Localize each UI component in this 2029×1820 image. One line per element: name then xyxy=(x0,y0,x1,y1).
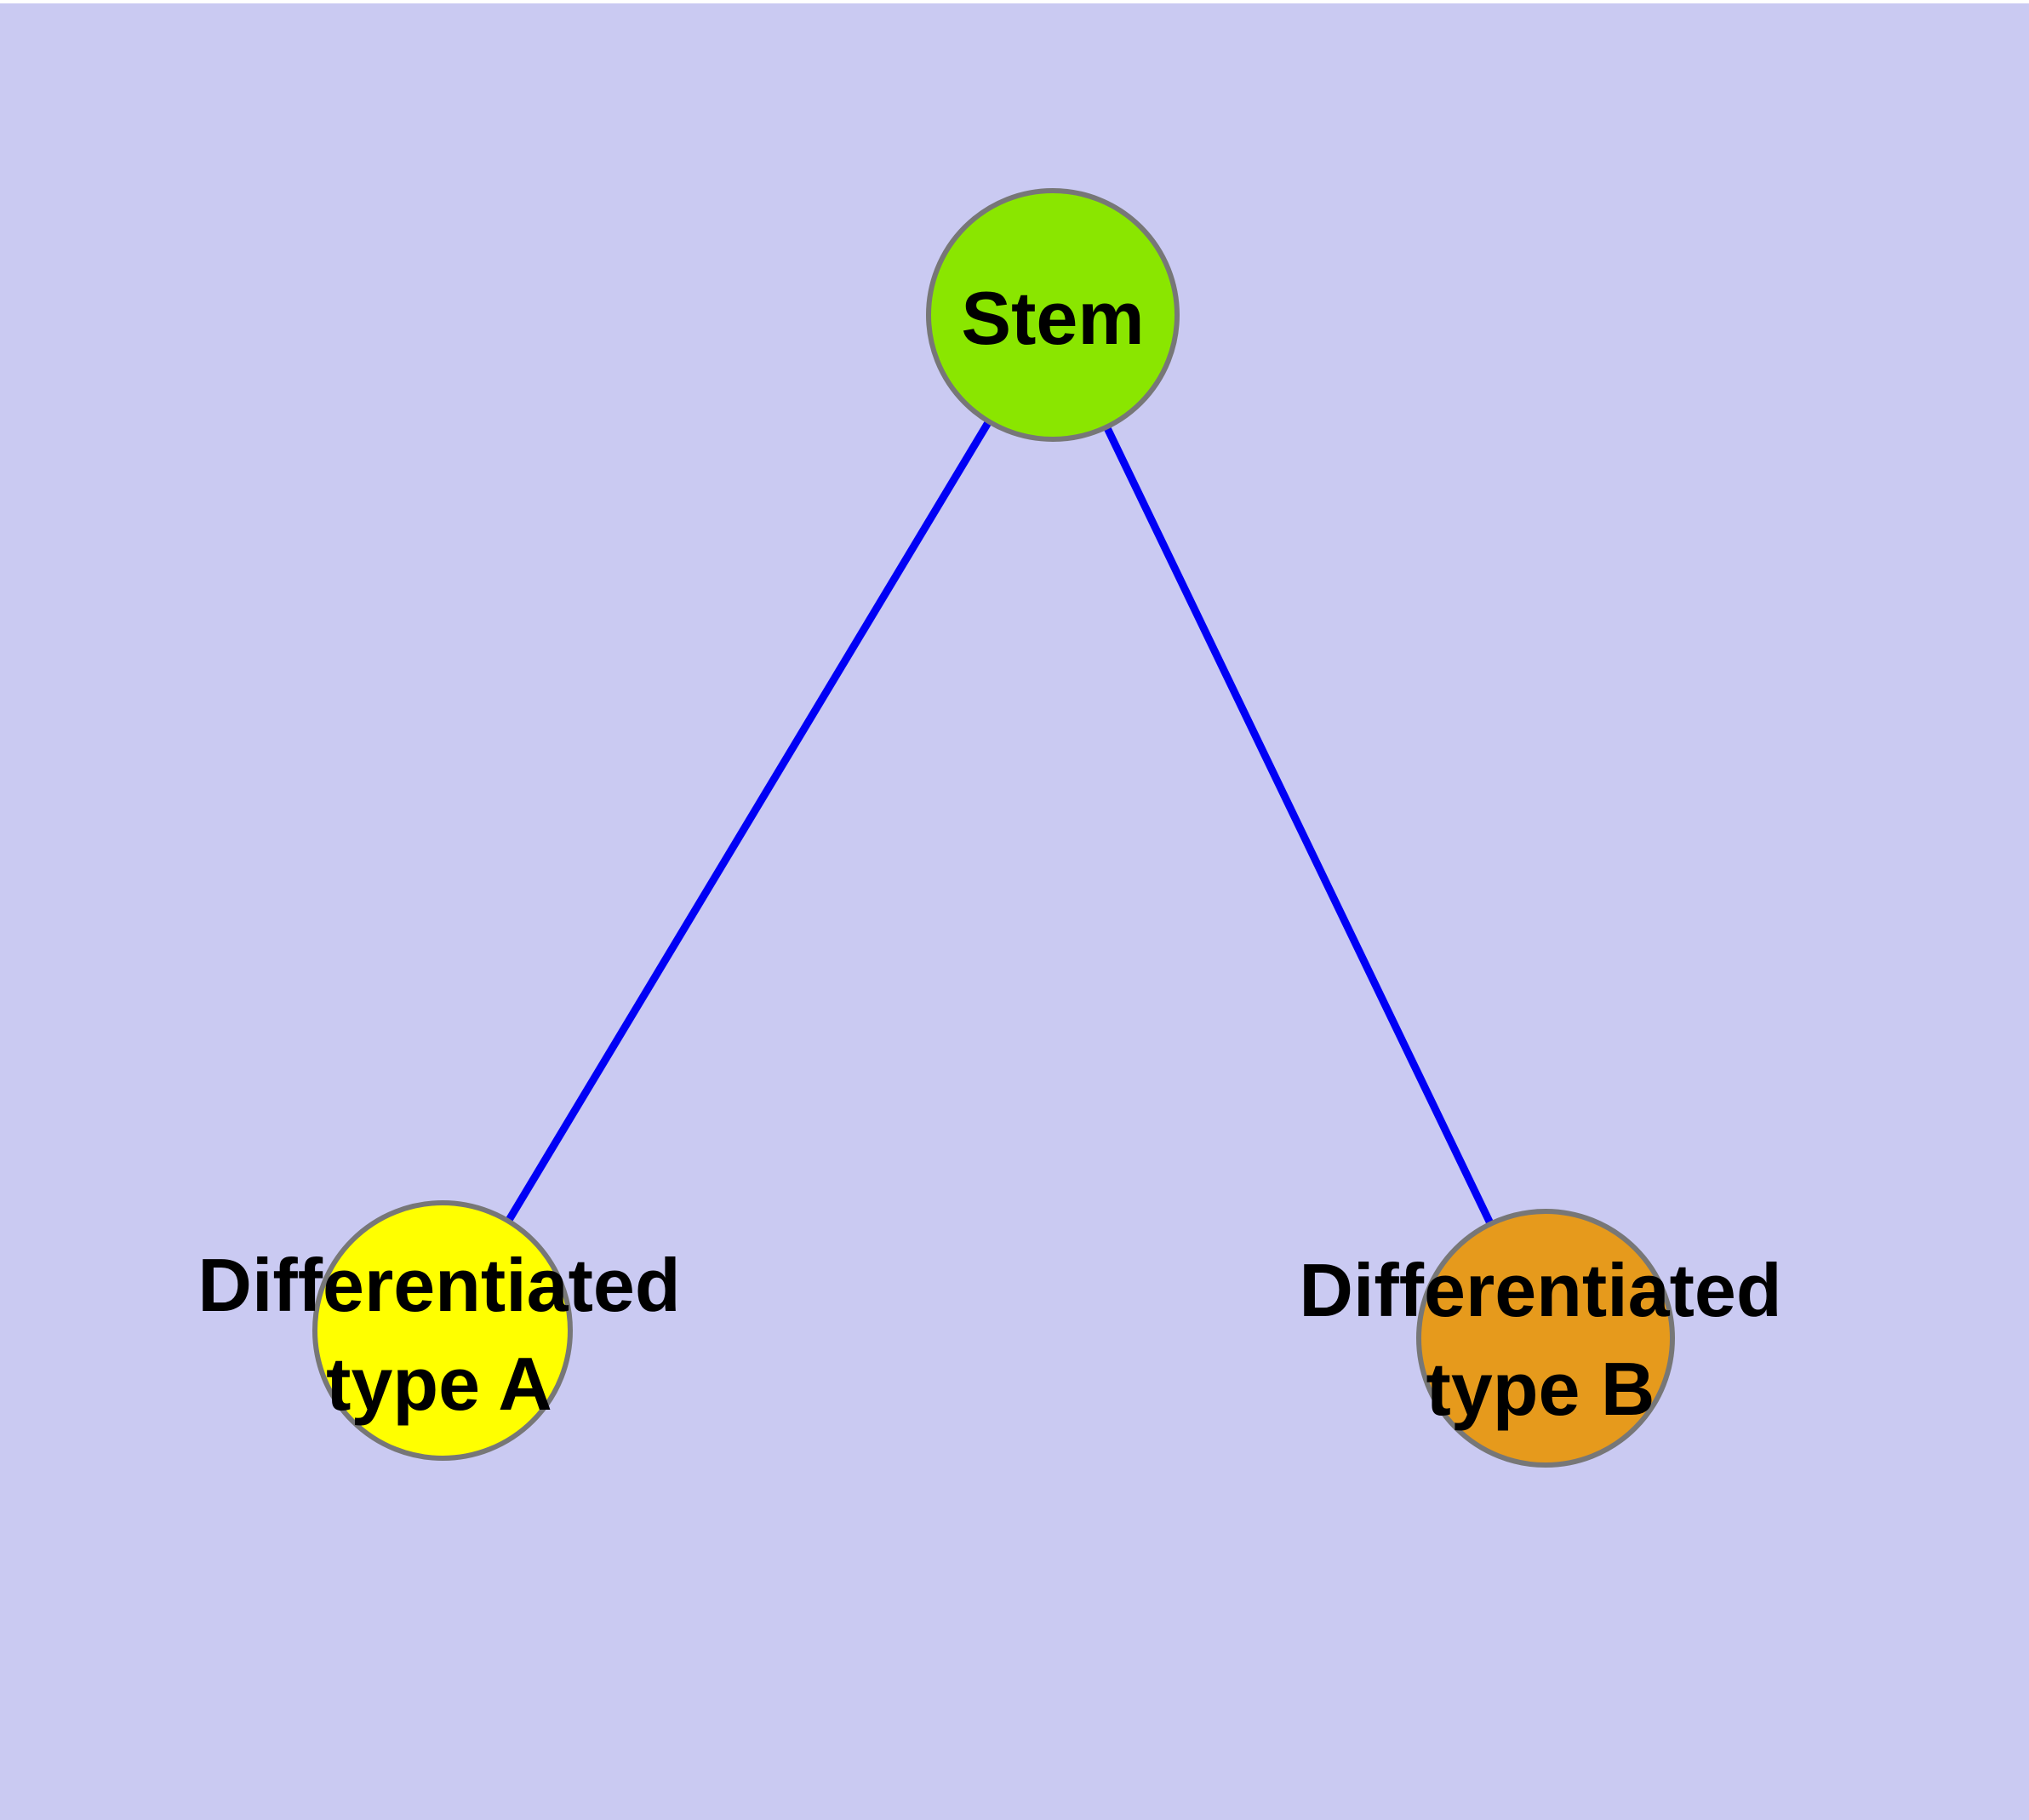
edge-stem-to-type-b xyxy=(1049,313,1550,1340)
node-stem-circle xyxy=(926,188,1180,442)
edge-stem-to-type-a xyxy=(439,312,1056,1333)
canvas-top-margin xyxy=(0,0,2029,3)
node-type-a-circle xyxy=(312,1200,573,1461)
node-type-a-label: Differentiated type A xyxy=(197,1243,681,1426)
node-type-b-label: Differentiated type B xyxy=(1299,1248,1782,1431)
node-stem-label: Stem xyxy=(961,276,1145,360)
node-type-b-circle xyxy=(1416,1209,1675,1468)
